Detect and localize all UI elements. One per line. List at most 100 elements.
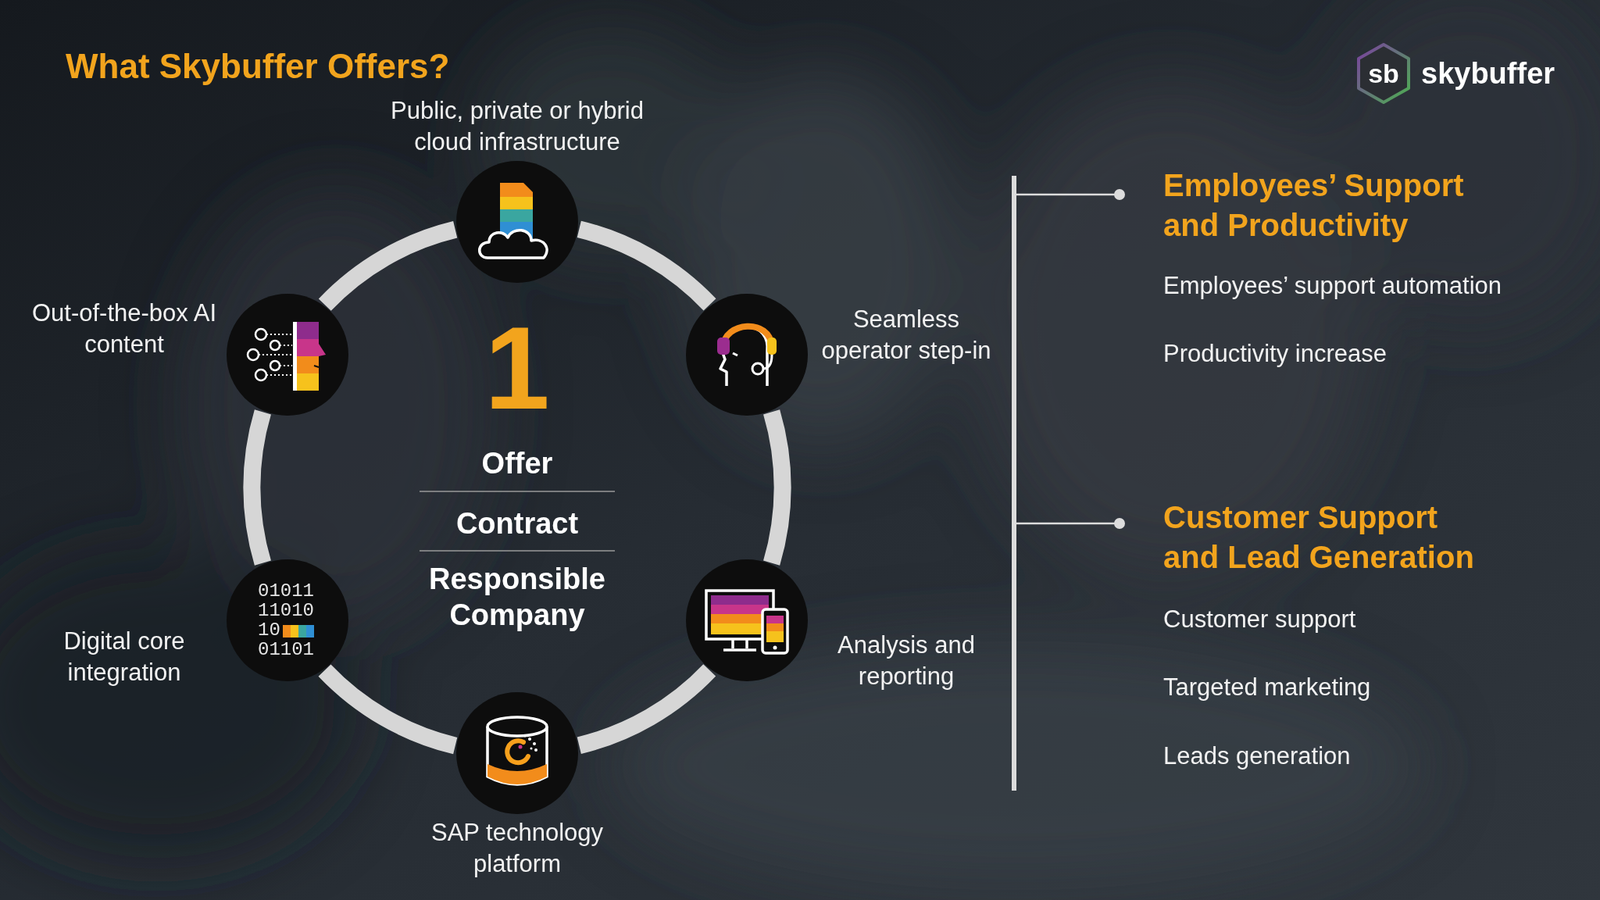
icon-part	[710, 595, 769, 605]
icon-part	[279, 364, 293, 367]
icon-part	[767, 337, 777, 355]
node-label-slot: Seamless operator step-in	[812, 303, 1000, 367]
icon-circle: Digital core integration0101111010100110…	[226, 559, 349, 682]
list-item-slot: Customer support	[1163, 603, 1586, 636]
icon-part	[247, 349, 259, 361]
group-heading-slot: Employees’ Support and Productivity	[1163, 165, 1492, 246]
icon-part	[723, 639, 757, 650]
icon-part	[296, 321, 319, 340]
icon-part	[524, 735, 539, 753]
icon-part	[500, 209, 533, 222]
circle-shape	[685, 559, 808, 682]
icon-part	[479, 230, 547, 258]
icon-part	[318, 343, 326, 357]
title: What Skybuffer Offers?	[65, 45, 450, 88]
icon-part	[732, 353, 738, 356]
icon-circle: Public, private or hybrid cloud infrastr…	[456, 160, 579, 283]
icon-part	[487, 764, 547, 785]
icon-part	[270, 340, 280, 350]
binary-digits: 10	[257, 620, 281, 640]
icon-part	[500, 196, 533, 210]
logo-word: skybuffer	[1421, 56, 1555, 91]
icon-part	[723, 326, 772, 347]
icon-part	[524, 735, 527, 738]
icon-part	[314, 365, 319, 368]
logo-word-slot: skybuffer	[1421, 56, 1555, 91]
icon-part	[766, 623, 784, 632]
binary-digits: 01101	[257, 639, 315, 660]
bracket-dot	[1114, 189, 1125, 200]
big-number: 1	[400, 309, 635, 427]
icon-circle: SAP technology platform	[456, 692, 579, 815]
title-slot: What Skybuffer Offers?	[65, 45, 450, 88]
icon-part	[523, 182, 533, 193]
ring-segment	[578, 670, 710, 746]
list-item: Customer support	[1163, 603, 1586, 636]
node-label: Digital core integration	[26, 625, 222, 689]
icon-part	[717, 337, 730, 355]
icon-part	[710, 614, 769, 624]
icon-part	[710, 623, 769, 635]
group-heading: Employees’ Support and Productivity	[1163, 165, 1492, 246]
icon-part	[456, 160, 579, 283]
icon-part	[266, 374, 293, 376]
icon-part	[296, 356, 319, 374]
icon-part	[296, 373, 319, 391]
node-label: Analysis and reporting	[812, 629, 1000, 693]
circle-shape	[456, 160, 579, 283]
icon-part	[534, 748, 538, 752]
icon-part	[1358, 44, 1409, 103]
binary-digits-slot: 11010	[257, 600, 315, 621]
ring-segment	[771, 411, 783, 563]
node-label-slot: Public, private or hybrid cloud infrastr…	[376, 95, 658, 158]
icon-part	[279, 344, 293, 347]
binary-digits: 11010	[257, 600, 315, 621]
center-label: Contract	[400, 505, 635, 542]
icon-part	[226, 293, 349, 416]
node-label-slot: Analysis and reporting	[812, 629, 1000, 693]
ring-segment	[325, 229, 456, 305]
icon-part	[532, 742, 536, 746]
list-item-slot: Productivity increase	[1163, 338, 1586, 370]
list-item: Targeted marketing	[1163, 671, 1586, 704]
list-item: Leads generation	[1163, 740, 1586, 772]
logo-mark: sb	[1367, 57, 1400, 90]
icon-circle: Analysis and reporting	[685, 559, 808, 682]
icon-part	[762, 609, 788, 654]
bracket-line	[1011, 175, 1017, 791]
node-label-slot: SAP technology platform	[400, 817, 635, 880]
ring-segment	[578, 228, 710, 305]
bracket-dot	[1114, 517, 1125, 529]
center-label-slot: Contract	[400, 505, 635, 542]
bracket-branch	[1014, 193, 1120, 197]
separator-line	[419, 490, 615, 493]
icon-part	[306, 625, 315, 638]
binary-digits: 01011	[257, 581, 315, 601]
circle-shape	[685, 293, 808, 416]
icon-part	[255, 369, 267, 381]
icon-part	[258, 353, 293, 356]
ring-segment	[251, 411, 263, 563]
logo-mark-slot: sb	[1352, 42, 1415, 105]
icon-part	[685, 293, 808, 416]
separator-line	[419, 550, 615, 552]
center-label-slot: Offer	[400, 445, 635, 482]
list-item: Employees’ support automation	[1163, 270, 1586, 302]
ring-segment	[325, 670, 456, 747]
icon-part	[258, 334, 293, 375]
center-label: Offer	[400, 445, 635, 482]
logo-badge: sbskybuffer	[1352, 42, 1415, 105]
icon-part	[518, 745, 523, 750]
list-item-slot: Leads generation	[1163, 740, 1586, 772]
icon-part	[270, 360, 280, 371]
binary-digits-slot: 01011	[257, 581, 315, 601]
icon-part	[226, 559, 349, 682]
node-label-slot: Out-of-the-box AI content	[26, 297, 222, 361]
group-heading: Customer Support and Lead Generation	[1163, 497, 1492, 578]
node-label: Seamless operator step-in	[812, 303, 1000, 367]
binary-digits-slot: 10	[257, 620, 281, 640]
center-label: Responsible Company	[400, 560, 635, 633]
